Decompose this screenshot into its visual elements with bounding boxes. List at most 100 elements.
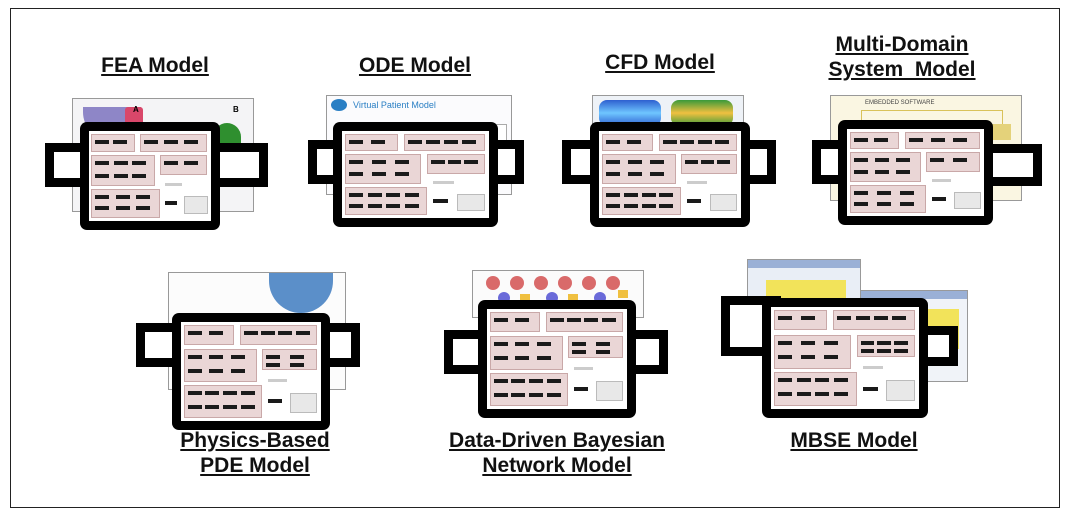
- dashboard-panel: [344, 186, 428, 216]
- dashboard-legend: [184, 195, 209, 214]
- dashboard-button: [529, 379, 543, 383]
- dashboard-button: [716, 160, 730, 165]
- dashboard-panel: [773, 372, 857, 406]
- dashboard-button: [205, 391, 220, 396]
- dashboard-button: [493, 356, 508, 360]
- dashboard-button: [240, 404, 255, 409]
- tablet-dashboard-pde: [172, 313, 330, 430]
- dashboard-text: [931, 179, 952, 183]
- dashboard-button: [853, 137, 868, 142]
- dashboard-button: [132, 173, 147, 178]
- dashboard-button: [874, 158, 889, 163]
- dashboard-button: [348, 192, 363, 197]
- dashboard-panel: [833, 310, 915, 331]
- dashboard-button: [573, 387, 588, 391]
- dashboard-button: [187, 391, 202, 396]
- dashboard-panel: [489, 373, 569, 406]
- dashboard-button: [853, 190, 868, 195]
- dashboard-button: [877, 348, 891, 353]
- dashboard-button: [697, 139, 712, 144]
- dashboard-button: [95, 206, 110, 211]
- dashboard-button: [205, 404, 220, 409]
- dashboard-button: [144, 139, 159, 144]
- tablet-dashboard-mbse: [762, 298, 928, 418]
- dashboard-button: [187, 404, 202, 409]
- dashboard-button: [873, 316, 888, 321]
- title-ode-model: ODE Model: [358, 54, 471, 77]
- dashboard-button: [862, 386, 878, 391]
- dashboard-panel: [545, 312, 623, 332]
- title-mbse-model: MBSE Model: [790, 429, 918, 452]
- dashboard-button: [641, 192, 656, 197]
- dashboard-button: [462, 139, 477, 144]
- dashboard-button: [584, 318, 599, 322]
- dashboard-panel: [849, 184, 927, 214]
- dashboard-button: [278, 330, 293, 335]
- dashboard-button: [529, 392, 543, 397]
- dashboard-button: [659, 204, 674, 209]
- dashboard-button: [113, 173, 128, 178]
- dashboard-button: [511, 379, 526, 383]
- dashboard-button: [649, 172, 664, 177]
- dashboard-text: [164, 183, 182, 187]
- dashboard-button: [796, 378, 811, 383]
- dashboard-button: [433, 198, 448, 203]
- dashboard-button: [687, 198, 702, 203]
- title-fea-model: FEA Model: [101, 54, 209, 77]
- dashboard-button: [546, 379, 561, 383]
- dashboard-button: [348, 160, 363, 165]
- dashboard-button: [605, 192, 620, 197]
- dashboard-button: [493, 342, 508, 346]
- dashboard-button: [623, 192, 638, 197]
- dashboard-panel: [262, 348, 317, 371]
- dashboard-button: [800, 354, 815, 359]
- dashboard-button: [567, 318, 582, 322]
- dashboard-panel: [344, 154, 422, 185]
- dashboard-button: [223, 404, 237, 409]
- title-pde-model: Physics-Based PDE Model: [180, 429, 330, 477]
- dashboard-button: [627, 160, 642, 165]
- dashboard-button: [701, 160, 714, 165]
- dashboard-button: [367, 192, 382, 197]
- dashboard-button: [135, 206, 150, 211]
- dashboard-button: [572, 342, 587, 346]
- dashboard-panel: [658, 133, 737, 151]
- dashboard-button: [515, 356, 530, 360]
- dashboard-button: [899, 202, 914, 207]
- dashboard-button: [95, 173, 110, 178]
- dashboard-button: [183, 161, 198, 166]
- dashboard-button: [546, 392, 561, 397]
- dashboard-panel: [601, 154, 676, 185]
- dashboard-button: [834, 378, 849, 383]
- dashboard-panel: [489, 336, 563, 370]
- dashboard-button: [243, 330, 258, 335]
- dashboard-legend: [596, 381, 624, 401]
- dashboard-button: [367, 204, 382, 209]
- dashboard-button: [95, 194, 110, 199]
- dashboard-button: [860, 340, 875, 345]
- dashboard-button: [680, 139, 695, 144]
- dashboard-screen: [89, 131, 211, 221]
- dashboard-button: [493, 318, 508, 322]
- dashboard-button: [95, 161, 110, 166]
- dashboard-button: [649, 160, 664, 165]
- dashboard-button: [953, 137, 968, 142]
- dashboard-button: [537, 342, 551, 346]
- dashboard-button: [348, 204, 363, 209]
- dashboard-text: [433, 181, 454, 185]
- dashboard-button: [823, 354, 838, 359]
- dashboard-button: [605, 139, 620, 144]
- dashboard-legend: [709, 193, 738, 212]
- dashboard-button: [209, 330, 223, 335]
- dashboard-panel: [489, 312, 541, 332]
- dashboard-button: [853, 170, 868, 175]
- dashboard-button: [164, 201, 177, 206]
- dashboard-button: [371, 172, 386, 177]
- dashboard-button: [289, 354, 304, 359]
- dashboard-button: [874, 170, 889, 175]
- dashboard-panel: [773, 310, 828, 331]
- tablet-dashboard-fea: [80, 122, 220, 230]
- dashboard-button: [796, 392, 811, 397]
- dashboard-button: [895, 158, 910, 163]
- dashboard-button: [601, 318, 616, 322]
